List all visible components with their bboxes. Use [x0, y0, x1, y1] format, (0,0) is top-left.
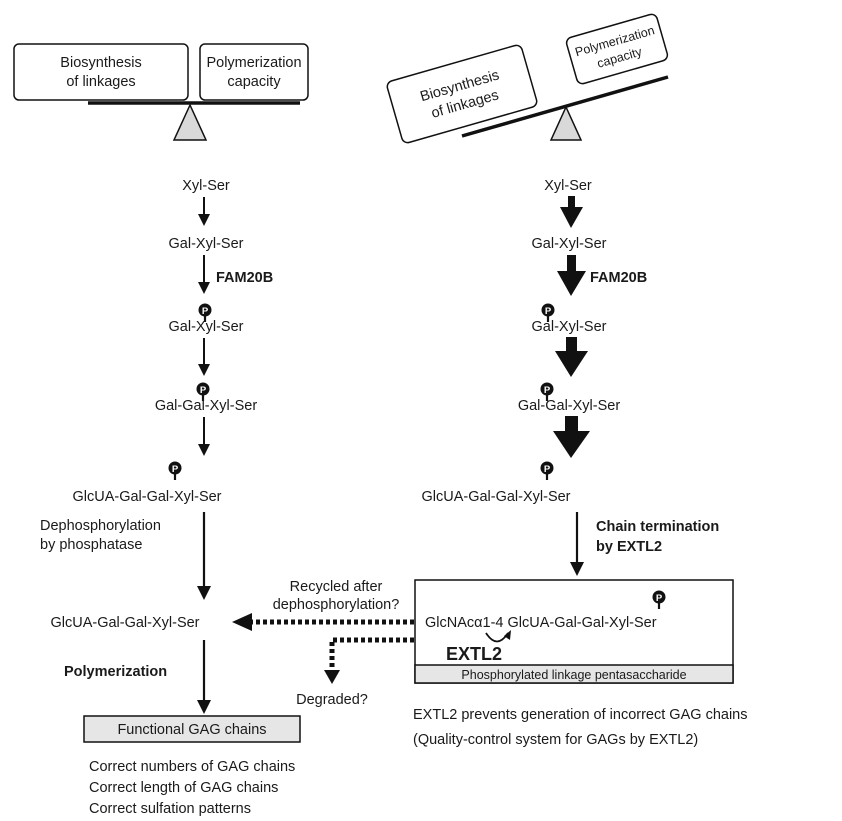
pentasaccharide-footer-bg — [414, 664, 734, 684]
right-thick-arrow-3 — [555, 337, 588, 377]
functional-gag-label: Functional GAG chains — [117, 722, 266, 738]
left-pathway: Xyl-Ser Gal-Xyl-Ser FAM20B Gal-Xyl-Ser G… — [40, 178, 301, 817]
left-biosynthesis-label-2: of linkages — [66, 74, 135, 90]
left-arrow-6 — [197, 640, 211, 714]
right-fam20b-label: FAM20B — [590, 270, 647, 286]
left-balance-scale: Biosynthesis of linkages Polymerization … — [13, 43, 309, 141]
left-gal-xyl-ser: Gal-Xyl-Ser — [169, 236, 244, 252]
right-thick-arrow-2 — [557, 255, 586, 296]
left-polymerization-label-1: Polymerization — [206, 55, 301, 71]
chain-termination-label-1: Chain termination — [596, 519, 719, 535]
right-p-gal-xyl-ser: Gal-Xyl-Ser — [532, 319, 607, 335]
right-polymerization-box: Polymerization capacity — [565, 13, 669, 85]
right-p-gal-gal-xyl-ser: Gal-Gal-Xyl-Ser — [518, 398, 620, 414]
left-p-gal-xyl-ser: Gal-Xyl-Ser — [169, 319, 244, 335]
right-phospho-icon-3 — [539, 460, 555, 482]
pentasaccharide-sugar-text: GlcNAcα1-4 GlcUA-Gal-Gal-Xyl-Ser — [425, 615, 657, 631]
left-fulcrum — [172, 103, 208, 141]
recycled-label-1: Recycled after — [290, 579, 383, 595]
left-arrow-4 — [198, 417, 210, 456]
left-polymerization-box — [199, 43, 309, 101]
left-polymerization-label: Polymerization — [64, 664, 167, 680]
left-dephosphorylation-label-1: Dephosphorylation — [40, 518, 161, 534]
left-dephosphorylation-label-2: by phosphatase — [40, 537, 142, 553]
left-phospho-icon-3 — [167, 460, 183, 482]
degraded-label: Degraded? — [296, 692, 368, 708]
chain-termination-label-2: by EXTL2 — [596, 539, 662, 555]
left-p-glcua: GlcUA-Gal-Gal-Xyl-Ser — [72, 489, 221, 505]
left-p-gal-gal-xyl-ser: Gal-Gal-Xyl-Ser — [155, 398, 257, 414]
left-arrow-5 — [197, 512, 211, 600]
right-fulcrum — [549, 105, 583, 141]
right-arrow-chain-termination — [570, 512, 584, 576]
left-polymerization-label-2: capacity — [227, 74, 281, 90]
outcome-2: Correct length of GAG chains — [89, 780, 278, 796]
pentasaccharide-footer-label: Phosphorylated linkage pentasaccharide — [461, 668, 686, 682]
left-biosynthesis-label-1: Biosynthesis — [60, 55, 141, 71]
left-biosynthesis-box — [13, 43, 189, 101]
left-fam20b-label: FAM20B — [216, 270, 273, 286]
recycled-label-2: dephosphorylation? — [273, 597, 400, 613]
right-balance-scale: Biosynthesis of linkages Polymerization … — [386, 13, 669, 144]
right-thick-arrow-1 — [560, 196, 583, 228]
extl2-enzyme-label: EXTL2 — [446, 644, 502, 664]
right-p-glcua: GlcUA-Gal-Gal-Xyl-Ser — [421, 489, 570, 505]
right-balance-beam — [461, 75, 669, 138]
right-pathway: Xyl-Ser Gal-Xyl-Ser FAM20B Gal-Xyl-Ser G… — [421, 178, 719, 576]
right-xyl-ser: Xyl-Ser — [544, 178, 592, 194]
right-thick-arrow-4 — [553, 416, 590, 458]
left-glcua-dephospho: GlcUA-Gal-Gal-Xyl-Ser — [50, 615, 199, 631]
right-gal-xyl-ser: Gal-Xyl-Ser — [532, 236, 607, 252]
conclusion-line-1: EXTL2 prevents generation of incorrect G… — [413, 707, 747, 723]
recycle-dotted-arrow — [232, 613, 414, 631]
right-biosynthesis-box: Biosynthesis of linkages — [386, 44, 538, 144]
pentasaccharide-box: GlcNAcα1-4 GlcUA-Gal-Gal-Xyl-Ser EXTL2 P… — [414, 579, 734, 684]
outcome-1: Correct numbers of GAG chains — [89, 759, 295, 775]
left-arrow-3 — [198, 338, 210, 376]
degrade-dotted-arrow — [324, 637, 414, 684]
conclusion-line-2: (Quality-control system for GAGs by EXTL… — [413, 732, 698, 748]
left-arrow-2 — [198, 255, 210, 294]
outcome-3: Correct sulfation patterns — [89, 801, 251, 817]
left-xyl-ser: Xyl-Ser — [182, 178, 230, 194]
left-arrow-1 — [198, 197, 210, 226]
functional-gag-box — [83, 715, 301, 743]
